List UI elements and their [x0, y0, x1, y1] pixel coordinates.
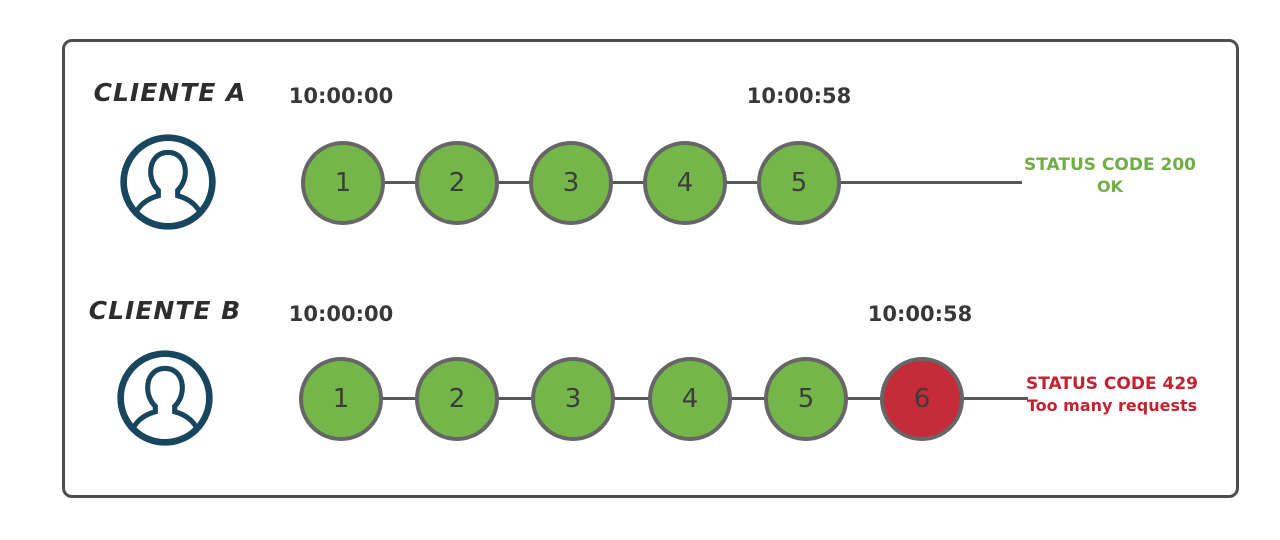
start-timestamp: 10:00:00	[288, 84, 394, 108]
status-message-text: OK	[1097, 177, 1123, 196]
status-label: STATUS CODE 429 Too many requests	[1022, 374, 1202, 416]
request-circle: 3	[529, 141, 613, 225]
status-message-text: Too many requests	[1026, 396, 1198, 415]
status-code-text: STATUS CODE 429	[1026, 374, 1198, 394]
client-a-label: CLIENTE A	[93, 78, 247, 107]
request-circle: 3	[531, 357, 615, 441]
request-circle: 5	[757, 141, 841, 225]
request-circle-rate-limited: 6	[880, 357, 964, 441]
status-code-text: STATUS CODE 200	[1024, 155, 1196, 175]
client-b-label: CLIENTE B	[88, 296, 242, 325]
request-circle: 2	[415, 357, 499, 441]
start-timestamp: 10:00:00	[288, 302, 394, 326]
diagram-frame	[62, 39, 1239, 498]
status-label: STATUS CODE 200 OK	[1020, 155, 1200, 197]
user-circle-icon	[117, 350, 213, 446]
end-timestamp: 10:00:58	[746, 84, 852, 108]
request-circle: 4	[643, 141, 727, 225]
request-circle: 1	[299, 357, 383, 441]
user-circle-icon	[120, 134, 216, 230]
request-circle: 2	[415, 141, 499, 225]
request-circle: 4	[648, 357, 732, 441]
end-timestamp: 10:00:58	[867, 302, 973, 326]
request-circle: 1	[301, 141, 385, 225]
request-circle: 5	[764, 357, 848, 441]
